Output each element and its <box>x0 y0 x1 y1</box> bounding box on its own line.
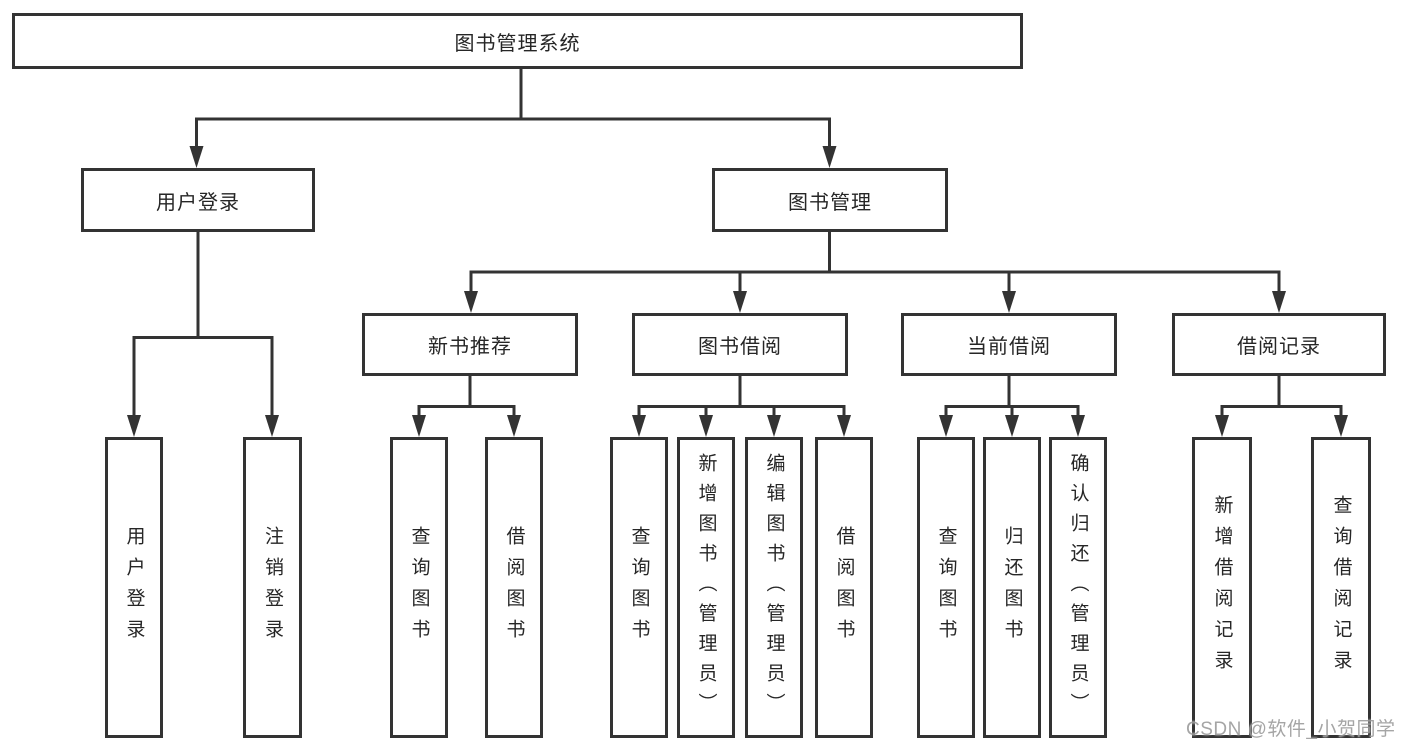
node-bb-add-books-admin-label: 新增图书（管理员） <box>695 452 717 723</box>
node-borrowing-records-label: 借阅记录 <box>1237 336 1321 358</box>
node-root-label: 图书管理系统 <box>454 32 581 55</box>
node-rec-query-books: 查询图书 <box>390 437 448 738</box>
node-bb-add-books-admin: 新增图书（管理员） <box>677 437 735 738</box>
node-cb-query-books-label: 查询图书 <box>935 525 957 650</box>
node-user-login-label: 用户登录 <box>156 191 240 214</box>
node-user-login-leaf: 用户登录 <box>105 437 163 738</box>
node-rec-query-books-label: 查询图书 <box>408 525 430 650</box>
node-book-management: 图书管理 <box>712 168 948 232</box>
node-br-query-record-label: 查询借阅记录 <box>1330 494 1352 681</box>
node-br-query-record: 查询借阅记录 <box>1311 437 1371 738</box>
node-book-management-label: 图书管理 <box>788 191 872 214</box>
node-new-book-recommend: 新书推荐 <box>362 313 578 376</box>
node-br-add-record-label: 新增借阅记录 <box>1211 494 1233 681</box>
node-rec-borrow-books-label: 借阅图书 <box>503 525 525 650</box>
node-cb-return-books-label: 归还图书 <box>1001 525 1023 650</box>
node-bb-edit-books-admin: 编辑图书（管理员） <box>745 437 803 738</box>
watermark: CSDN @软件_小贺同学 <box>1186 719 1396 740</box>
node-book-borrowing-label: 图书借阅 <box>698 336 782 358</box>
node-borrowing-records: 借阅记录 <box>1172 313 1386 376</box>
node-current-borrowing: 当前借阅 <box>901 313 1117 376</box>
node-br-add-record: 新增借阅记录 <box>1192 437 1252 738</box>
node-rec-borrow-books: 借阅图书 <box>485 437 543 738</box>
node-logout-leaf: 注销登录 <box>243 437 302 738</box>
node-cb-query-books: 查询图书 <box>917 437 975 738</box>
node-bb-edit-books-admin-label: 编辑图书（管理员） <box>763 452 785 723</box>
node-user-login-leaf-label: 用户登录 <box>123 525 145 650</box>
node-current-borrowing-label: 当前借阅 <box>967 336 1051 358</box>
node-bb-borrow-books-label: 借阅图书 <box>833 525 855 650</box>
node-book-borrowing: 图书借阅 <box>632 313 848 376</box>
node-bb-query-books-label: 查询图书 <box>628 525 650 650</box>
node-bb-query-books: 查询图书 <box>610 437 668 738</box>
node-user-login: 用户登录 <box>81 168 315 232</box>
node-cb-return-books: 归还图书 <box>983 437 1041 738</box>
node-cb-confirm-return-admin-label: 确认归还（管理员） <box>1067 452 1089 723</box>
node-root: 图书管理系统 <box>12 13 1023 69</box>
node-logout-leaf-label: 注销登录 <box>262 525 283 650</box>
node-cb-confirm-return-admin: 确认归还（管理员） <box>1049 437 1107 738</box>
node-new-book-recommend-label: 新书推荐 <box>428 336 512 358</box>
node-bb-borrow-books: 借阅图书 <box>815 437 873 738</box>
